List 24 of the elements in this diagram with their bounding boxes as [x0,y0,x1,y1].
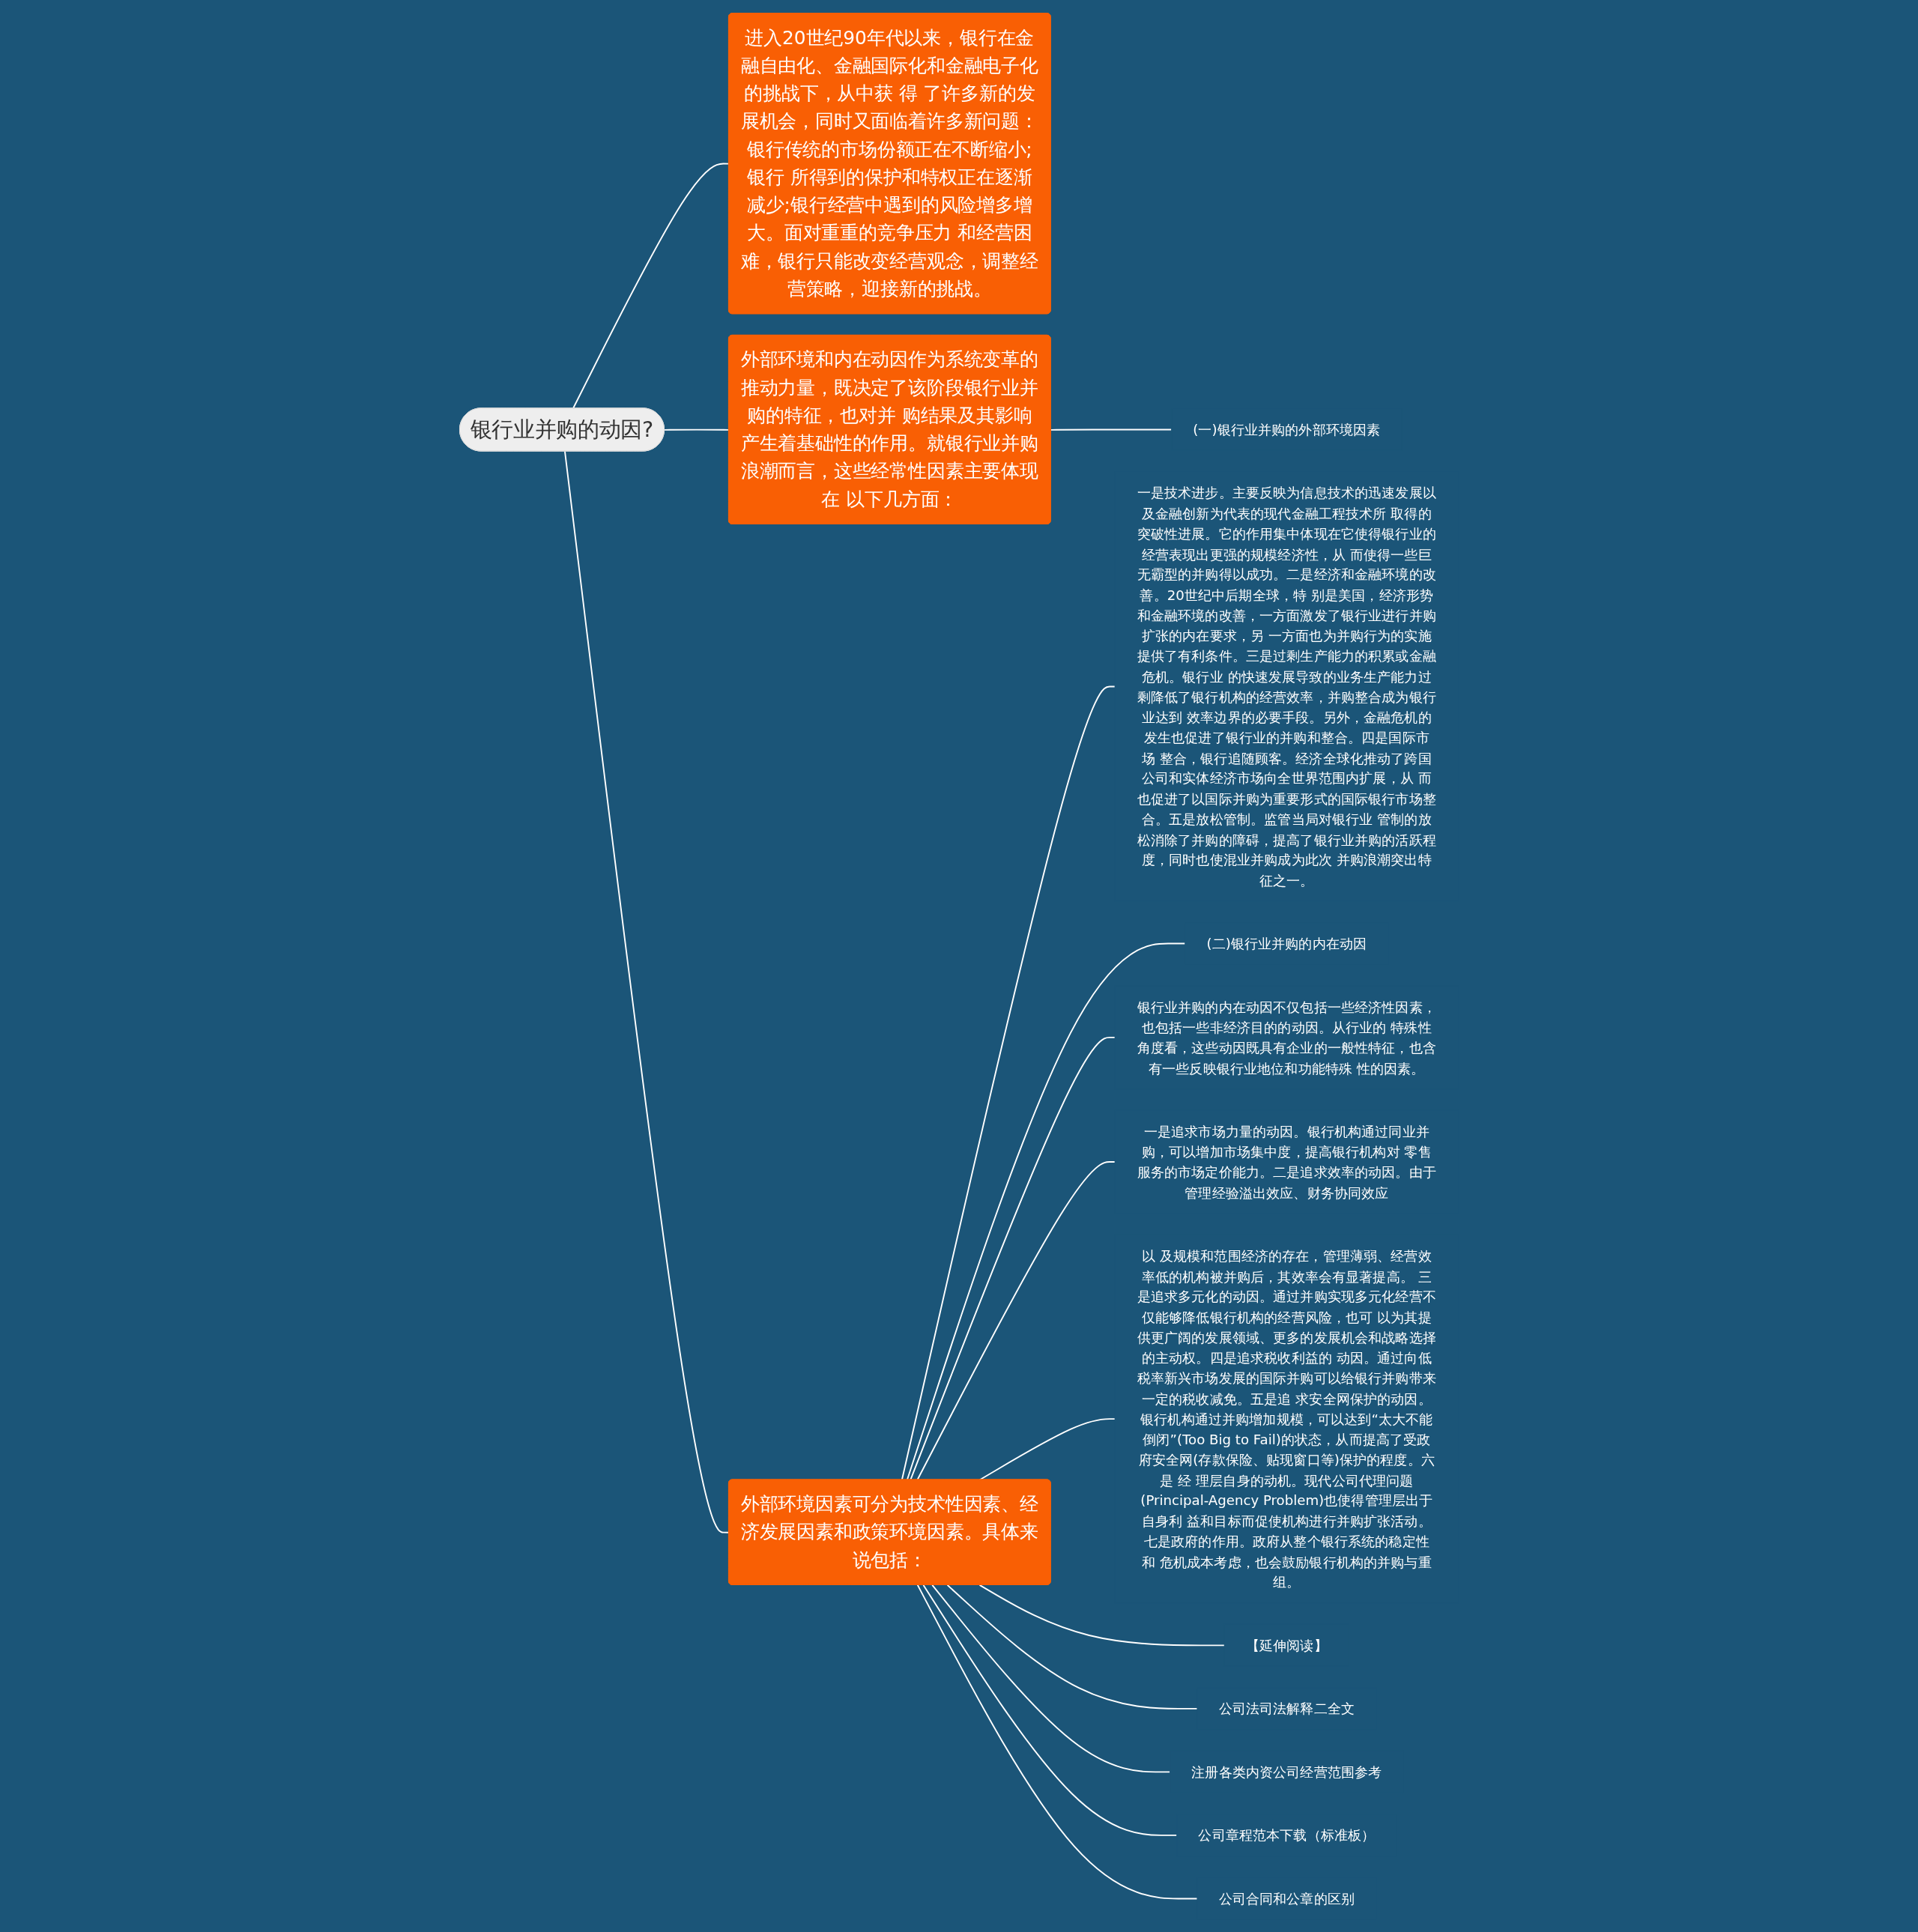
connector [946,1584,1198,1710]
node-text: 一是追求市场力量的动因。银行机构通过同业并购，可以增加市场集中度，提高银行机构对 零售服务的市场定价能力。二是追求效率的动因。由于管理经验溢出效应、财务协同效应 [1137,1122,1436,1200]
connector [922,1584,1178,1836]
connector [931,1584,1171,1772]
node-text: (一)银行业并购的外部环境因素 [1193,421,1381,437]
node-text: 注册各类内资公司经营范围参考 [1191,1763,1382,1780]
node-text: 以 及规模和范围经济的存在，管理薄弱、经营效率低的机构被并购后，其效率会有显著提高。 三是追求多元化的动因。通过并购实现多元化经营不仅能够降低银行机构的经营风险，也可 以为其提供更广阔的发展领域、更多的发展机会和战略选择的主动权。四是追求税收利益的 动因。通过向低税率新兴市场发展的国际并购可以给银行并购带来一定的税收减免。五是追 求安全网保护的动因。银行机构通过并购增加规模，可以达到“太大不能倒闭”(Too Big to Fail)的状态，从而提高了受政府安全网(存款保险、贴现窗口等)保护的程度。六是 经 理层自身的动机。现代公司代理问题(Principal-Agency Problem)也使得管理层出于自身利 益和目标而促使机构进行并购扩张活动。七是政府的作用。政府从整个银行系统的稳定性和 危机成本考虑，也会鼓励银行机构的并购与重组。 [1137,1247,1436,1590]
connector [564,450,730,1533]
connector [572,163,730,409]
node-text: 【延伸阅读】 [1245,1637,1328,1653]
node-text: 一是技术进步。主要反映为信息技术的迅速发展以及金融创新为代表的现代金融工程技术所 取得的突破性进展。它的作用集中体现在它使得银行业的经营表现出更强的规模经济性，从 而使得一些巨无霸型的并购得以成功。二是经济和金融环境的改善。20世纪中后期全球，特 别是美国，经济形势和金融环境的改善，一方面激发了银行业进行并购扩张的内在要求，另 一方面也为并购行为的实施提供了有利条件。三是过剩生产能力的积累或金融危机。银行业 的快速发展导致的业务生产能力过剩降低了银行机构的经营效率，并购整合成为银行业达到 效率边界的必要手段。另外，金融危机的发生也促进了银行业的并购和整合。四是国际市场 整合，银行追随顾客。经济全球化推动了跨国公司和实体经济市场向全世界范围内扩展，从 而也促进了以国际并购为重要形式的国际银行市场整合。五是放松管制。监管当局对银行业 管制的放松消除了并购的障碍，提高了银行业并购的活跃程度，同时也使混业并购成为此次 并购浪潮突出特征之一。 [1137,484,1436,888]
connector [978,1584,1226,1646]
connector [664,429,730,431]
node-text: 银行业并购的内在动因不仅包括一些经济性因素，也包括一些非经济目的的动因。从行业的 特殊性角度看，这些动因既具有企业的一般性特征，也含有一些反映银行业地位和功能特殊 性的因素。 [1137,998,1436,1076]
connector [901,685,1116,1480]
connector [916,1584,1198,1899]
connector [910,1036,1116,1480]
connector [1050,428,1173,431]
node-text: 公司合同和公章的区别 [1218,1890,1355,1907]
connector [916,1160,1116,1480]
node-text: 公司法司法解释二全文 [1218,1700,1355,1716]
node-text: 公司章程范本下载（标准板） [1198,1826,1376,1843]
connector [906,942,1186,1480]
node-text: (二)银行业并购的内在动因 [1206,935,1367,951]
